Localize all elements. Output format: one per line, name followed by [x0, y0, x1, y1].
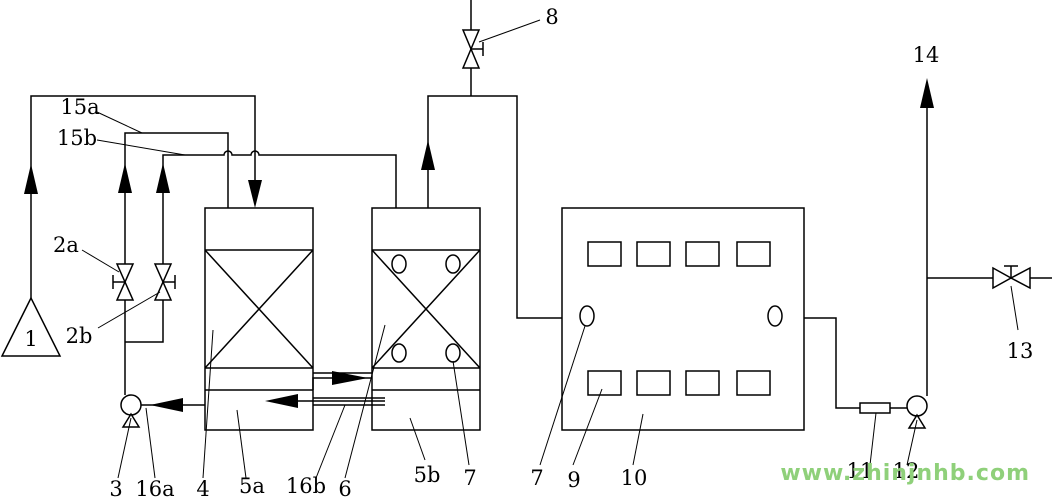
label-6: 6 — [338, 477, 351, 500]
label-16b: 16b — [286, 474, 326, 498]
up-arrow-14-icon — [920, 78, 934, 108]
pump-12-icon[interactable] — [906, 395, 928, 429]
pipe-15a — [124, 132, 229, 208]
up-arrow-2a-icon — [118, 163, 132, 193]
label-15a: 15a — [60, 95, 99, 119]
label-13: 13 — [1007, 339, 1034, 363]
up-arrow-column-6-icon — [421, 140, 435, 170]
hole-icon — [445, 254, 461, 274]
label-11: 11 — [847, 459, 874, 483]
label-5b: 5b — [414, 463, 441, 487]
label-1: 1 — [24, 327, 37, 351]
valve-13-icon[interactable] — [992, 265, 1031, 290]
watermark-text: www.zhinjnhb.com — [780, 461, 1030, 486]
outlet-pipe — [804, 317, 860, 409]
label-16a: 16a — [135, 477, 174, 500]
label-10: 10 — [621, 466, 648, 490]
label-2a: 2a — [53, 233, 79, 257]
label-15b: 15b — [57, 126, 97, 150]
hole-icon — [445, 343, 461, 363]
pump-3-icon[interactable] — [120, 394, 142, 428]
valve-2a-icon[interactable] — [112, 263, 135, 301]
hole-icon — [579, 305, 595, 327]
label-5a: 5a — [239, 474, 265, 498]
valve-8-icon[interactable] — [461, 29, 484, 69]
column-6 — [371, 207, 481, 431]
column-4 — [204, 207, 314, 431]
pipe-15b — [162, 150, 397, 208]
left-arrow-16a-icon — [150, 398, 183, 412]
return-line-to-column-4 — [30, 95, 256, 298]
source-triangle — [0, 296, 62, 357]
hole-icon — [391, 343, 407, 363]
left-arrow-16b-icon — [265, 394, 298, 408]
label-7-right: 7 — [463, 466, 476, 490]
label-2b: 2b — [66, 324, 93, 348]
valve-2b-icon[interactable] — [153, 263, 176, 301]
filter-11 — [859, 402, 891, 414]
right-arrow-connect-icon — [332, 371, 368, 385]
gas-line-to-chamber — [427, 95, 562, 319]
up-arrow-2b-icon — [156, 163, 170, 193]
label-8: 8 — [545, 5, 558, 29]
label-9: 9 — [567, 468, 580, 492]
up-arrow-left-icon — [24, 164, 38, 194]
windows-bottom — [587, 370, 771, 396]
pipe-2b-vertical — [125, 200, 164, 343]
hole-icon — [391, 254, 407, 274]
label-4: 4 — [196, 477, 209, 500]
chamber-10 — [561, 207, 805, 431]
hole-icon — [767, 305, 783, 327]
label-7-left: 7 — [530, 466, 543, 490]
label-12: 12 — [893, 459, 920, 483]
label-3: 3 — [109, 477, 122, 500]
down-arrow-column-4-icon — [248, 180, 262, 208]
leader-lines — [81, 19, 1019, 479]
windows-top — [587, 241, 771, 267]
pipe-16b — [313, 397, 385, 406]
label-14: 14 — [913, 43, 940, 67]
